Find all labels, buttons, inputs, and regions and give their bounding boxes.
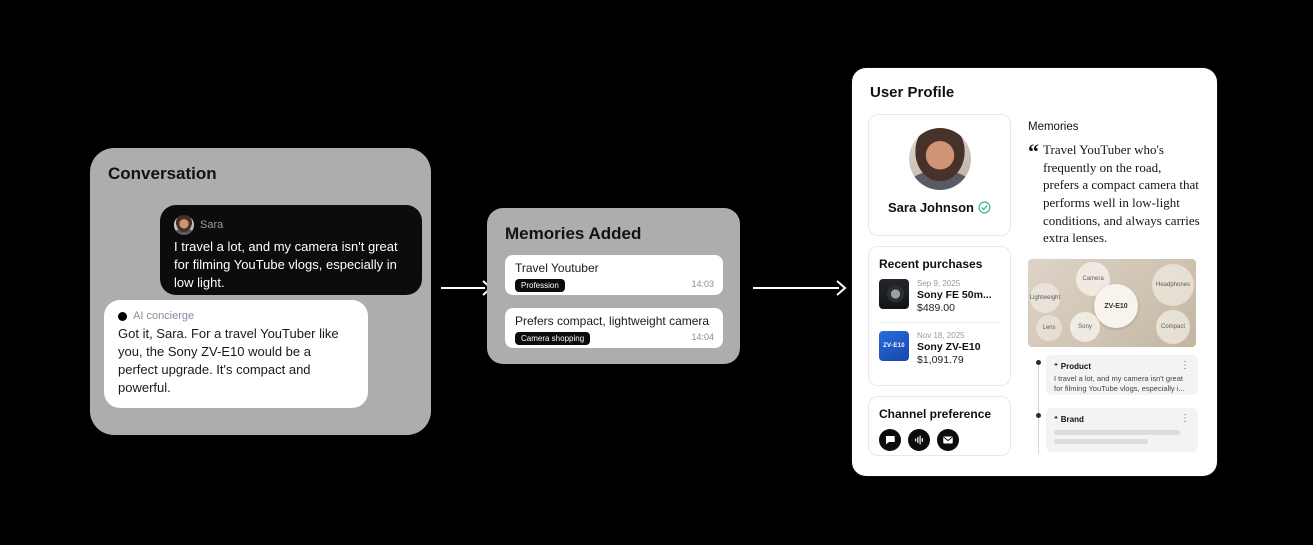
purchase-item: Sep 9, 2025 Sony FE 50m... $489.00 <box>879 279 1000 314</box>
memories-added-title: Memories Added <box>505 224 642 243</box>
memory-tag-badge: Camera shopping <box>515 332 591 345</box>
feed-item-header: ❝ Product ⋮ <box>1054 361 1190 371</box>
ai-message-text: Got it, Sara. For a travel YouTuber like… <box>118 326 339 395</box>
conversation-panel: Conversation Sara I travel a lot, and my… <box>90 148 431 435</box>
more-menu-icon[interactable]: ⋮ <box>1180 360 1190 371</box>
purchase-price: $489.00 <box>917 302 955 314</box>
profile-name: Sara Johnson <box>888 200 974 215</box>
ai-sender-name: AI concierge <box>133 310 195 322</box>
collage-bubble: ZV-E10 <box>1094 284 1138 329</box>
timeline-dot <box>1036 413 1041 418</box>
profile-left-column: Sara Johnson Recent purchases Sep 9, 202… <box>868 114 1011 456</box>
user-profile-panel: User Profile Sara Johnson Recent purchas… <box>852 68 1217 476</box>
quote-mark-icon: “ <box>1028 139 1039 164</box>
flow-arrow-icon <box>753 280 847 296</box>
memory-card: Travel Youtuber Profession 14:03 <box>505 255 723 295</box>
feed-tag-icon: ❝ <box>1054 415 1058 423</box>
user-message-header: Sara <box>174 215 408 235</box>
memories-added-panel: Memories Added Travel Youtuber Professio… <box>487 208 740 364</box>
sara-avatar <box>174 215 194 235</box>
memory-timestamp: 14:03 <box>691 279 714 289</box>
collage-bubble: Sony <box>1070 312 1100 343</box>
email-channel-icon[interactable] <box>937 429 959 451</box>
feed-item-text: I travel a lot, and my camera isn't grea… <box>1054 374 1185 394</box>
channel-preference-card: Channel preference <box>868 396 1011 456</box>
user-message-bubble: Sara I travel a lot, and my camera isn't… <box>160 205 422 295</box>
placeholder-bar <box>1054 439 1148 444</box>
feed-item-label: Brand <box>1060 414 1084 424</box>
product-thumbnail-lens <box>879 279 909 309</box>
memories-quote: “ Travel YouTuber who's frequently on th… <box>1028 139 1200 247</box>
flow-arrow-icon <box>441 280 493 296</box>
channel-preference-title: Channel preference <box>879 407 992 421</box>
feed-item-header: ❝ Brand ⋮ <box>1054 414 1190 424</box>
timeline-dot <box>1036 360 1041 365</box>
audio-channel-icon[interactable] <box>908 429 930 451</box>
purchase-date: Sep 9, 2025 <box>917 279 961 288</box>
user-message-text: I travel a lot, and my camera isn't grea… <box>174 239 398 290</box>
channel-icons-row <box>879 429 1000 451</box>
feed-item-product: ❝ Product ⋮ I travel a lot, and my camer… <box>1046 355 1198 395</box>
ai-message-header: AI concierge <box>118 310 354 322</box>
purchase-details: Sep 9, 2025 Sony FE 50m... $489.00 <box>917 279 992 314</box>
memories-label: Memories <box>1028 121 1079 133</box>
divider <box>879 322 1000 323</box>
profile-avatar <box>908 128 971 190</box>
conversation-title: Conversation <box>108 164 217 183</box>
recent-purchases-card: Recent purchases Sep 9, 2025 Sony FE 50m… <box>868 246 1011 386</box>
memories-quote-text: Travel YouTuber who's frequently on the … <box>1043 142 1200 246</box>
collage-bubble: Lens <box>1036 315 1062 342</box>
collage-bubble: Lightweight <box>1030 283 1060 314</box>
purchase-name: Sony ZV-E10 <box>917 341 981 353</box>
identity-card: Sara Johnson <box>868 114 1011 236</box>
more-menu-icon[interactable]: ⋮ <box>1180 413 1190 424</box>
purchase-name: Sony FE 50m... <box>917 289 992 301</box>
feed-tag-icon: ❝ <box>1054 362 1058 370</box>
profile-right-column: Memories “ Travel YouTuber who's frequen… <box>1028 121 1200 348</box>
verified-badge-icon <box>978 201 991 214</box>
memory-text: Prefers compact, lightweight camera <box>515 314 710 328</box>
timeline-line <box>1038 362 1039 454</box>
chat-channel-icon[interactable] <box>879 429 901 451</box>
purchase-details: Nov 18, 2025 Sony ZV-E10 $1,091.79 <box>917 331 981 366</box>
ai-dot-icon <box>118 311 127 321</box>
sender-name: Sara <box>200 219 224 231</box>
user-profile-title: User Profile <box>870 84 955 101</box>
product-thumbnail-camera: ZV-E10 <box>879 331 909 361</box>
memory-timestamp: 14:04 <box>691 332 714 342</box>
interest-collage: Camera Headphones Lightweight ZV-E10 Len… <box>1028 259 1196 348</box>
profile-name-row: Sara Johnson <box>869 200 1010 215</box>
purchase-price: $1,091.79 <box>917 354 964 366</box>
recent-purchases-title: Recent purchases <box>879 257 983 271</box>
feed-item-brand: ❝ Brand ⋮ <box>1046 408 1198 452</box>
ai-message-bubble: AI concierge Got it, Sara. For a travel … <box>104 300 368 408</box>
collage-bubble: Headphones <box>1152 264 1194 307</box>
purchase-item: ZV-E10 Nov 18, 2025 Sony ZV-E10 $1,091.7… <box>879 331 1000 366</box>
memory-text: Travel Youtuber <box>515 261 599 275</box>
memory-tag-badge: Profession <box>515 279 565 292</box>
memory-card: Prefers compact, lightweight camera Came… <box>505 308 723 348</box>
feed-item-label: Product <box>1060 361 1092 371</box>
purchase-date: Nov 18, 2025 <box>917 331 965 340</box>
placeholder-bar <box>1054 430 1180 435</box>
collage-bubble: Compact <box>1156 310 1190 345</box>
